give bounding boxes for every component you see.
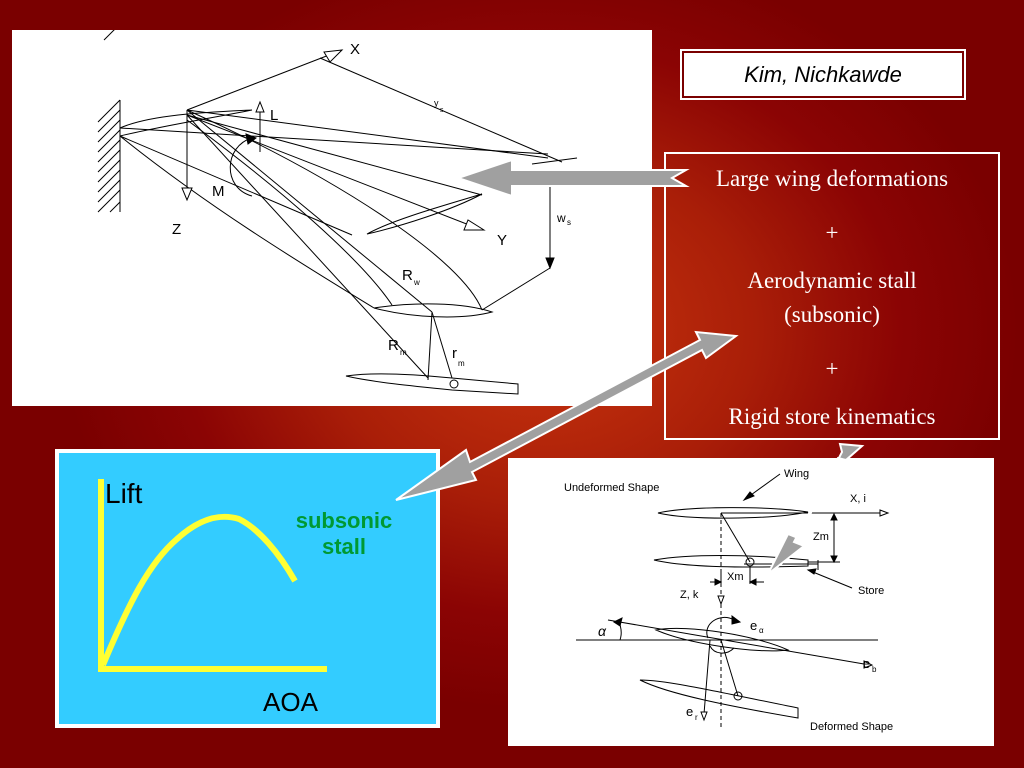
ws-subscript: s [567,218,571,227]
deformed-shape-label: Deformed Shape [810,721,893,733]
ys-subscript: s [440,107,444,114]
arrow-to-lift-chart [395,330,739,501]
e-b-subscript: b [872,665,877,674]
feature-large-wing-deformations: Large wing deformations [715,166,949,191]
z-axis-label: Z [172,221,181,238]
wing-deformation-diagram: X Y Z L M y s w s R w R m r m [12,23,652,406]
lift-axis-label: Lift [105,478,143,509]
geometry-svg: Undeformed Shape Deformed Shape Wing Sto… [564,468,893,733]
feature-plus-2: + [825,356,839,381]
stall-annotation-line1: subsonic [296,508,393,533]
wall-hatching [97,23,121,213]
store-geometry-diagram: Undeformed Shape Deformed Shape Wing Sto… [508,458,994,746]
store-label: Store [858,585,884,597]
y-axis-label: Y [497,232,507,249]
e-alpha-label: e [750,618,757,633]
feature-list-box: Large wing deformations + Aerodynamic st… [664,152,1000,440]
xm-label: Xm [727,571,744,583]
r-small-subscript: m [458,359,465,368]
x-axis-label: X [350,41,360,58]
z-k-label: Z, k [680,589,699,601]
stall-annotation-line2: stall [322,534,366,559]
author-text: Kim, Nichkawde [744,61,902,87]
rm-subscript: m [400,348,407,357]
zm-label: Zm [813,531,829,543]
e-alpha-subscript: α [759,626,764,635]
rm-label: R [388,337,399,354]
wing-label: Wing [784,468,809,480]
lift-label: L [270,107,278,124]
wing-diagram-svg: X Y Z L M y s w s R w R m r m [97,23,578,395]
arrow-to-geometry-diagram [767,442,865,575]
e-b-label: e [863,656,870,671]
ws-label: w [556,211,566,225]
undeformed-shape-label: Undeformed Shape [564,482,659,494]
lift-curve-svg: Lift AOA subsonic stall [98,478,393,717]
ys-label: y [434,98,439,108]
lift-curve-panel: Lift AOA subsonic stall [55,449,440,728]
x-i-label: X, i [850,493,866,505]
lift-curve-background: Lift AOA subsonic stall [59,453,436,724]
feature-plus-1: + [825,220,839,245]
e-r-subscript: r [695,713,698,722]
rw-label: R [402,267,413,284]
r-small-label: r [452,345,457,362]
aoa-axis-label: AOA [263,687,319,717]
rw-subscript: w [413,278,420,287]
arrow-to-wing-diagram [454,158,690,198]
alpha-label: α [598,623,607,639]
feature-subsonic: (subsonic) [784,302,880,327]
lift-curve [100,513,298,667]
feature-aerodynamic-stall: Aerodynamic stall [747,268,917,293]
moment-label: M [212,183,225,200]
author-box: Kim, Nichkawde [680,49,966,100]
feature-rigid-store-kinematics: Rigid store kinematics [728,404,936,429]
e-r-label: e [686,704,693,719]
